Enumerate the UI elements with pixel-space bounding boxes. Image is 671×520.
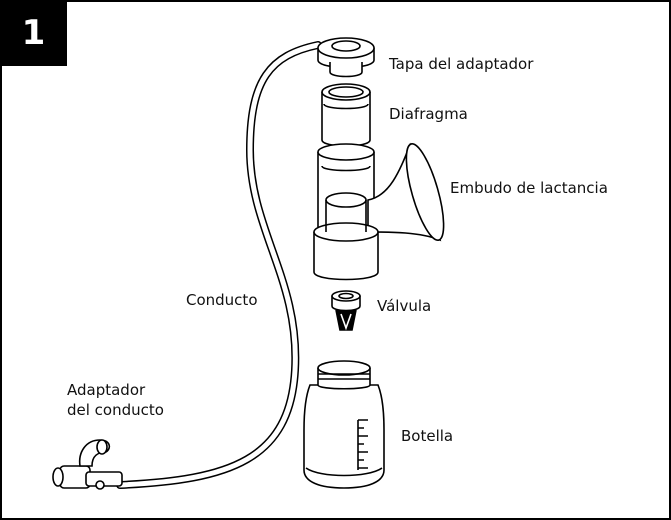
step-number-badge: 1: [0, 0, 67, 66]
label-conducto: Conducto: [186, 291, 258, 309]
label-adaptador-line2: del conducto: [67, 401, 164, 419]
label-embudo-lactancia: Embudo de lactancia: [450, 179, 608, 197]
label-tapa-adaptador: Tapa del adaptador: [389, 55, 534, 73]
valve-illustration: [331, 290, 361, 331]
bottle-illustration: [303, 360, 385, 489]
diaphragm-illustration: [321, 83, 371, 147]
label-valvula: Válvula: [377, 297, 432, 315]
adapter-cap-illustration: [317, 37, 375, 78]
tube-adapter-illustration: [52, 439, 123, 490]
label-diafragma: Diafragma: [389, 105, 468, 123]
tube-illustration: [116, 41, 322, 489]
label-adaptador-line1: Adaptador: [67, 381, 146, 399]
label-botella: Botella: [401, 427, 454, 445]
breast-shield-illustration: [313, 142, 445, 281]
